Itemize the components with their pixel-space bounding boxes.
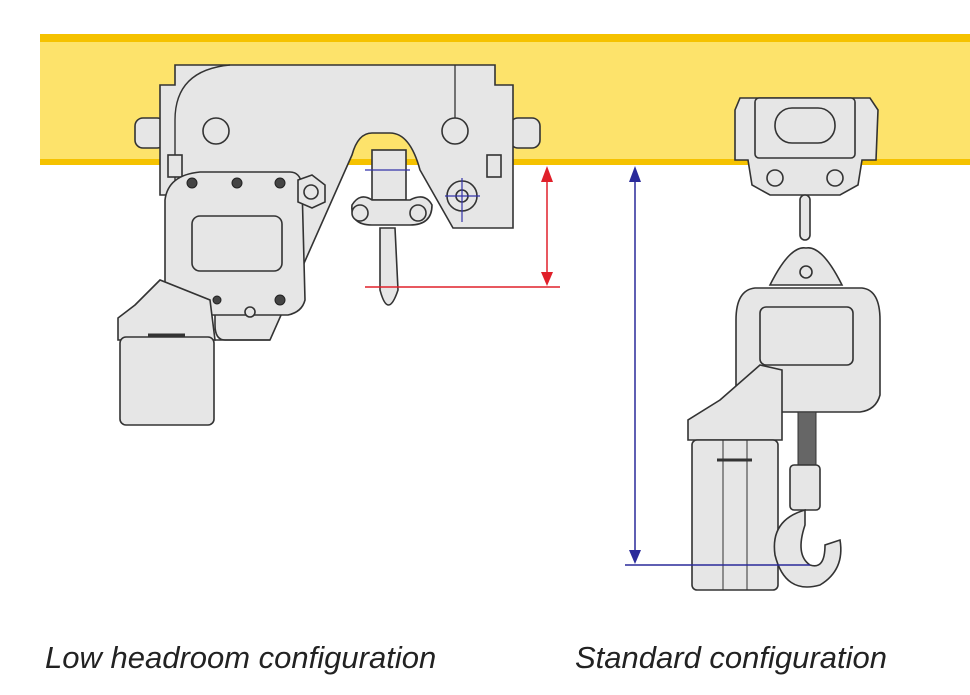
trolley-hole-icon: [202, 117, 230, 145]
low-headroom-hoist: [117, 64, 541, 426]
standard-hoist: [687, 97, 881, 591]
standard-caption: Standard configuration: [575, 640, 887, 675]
low-headroom-dimension: [365, 166, 560, 288]
standard-dimension: [625, 166, 810, 566]
low-headroom-caption: Low headroom configuration: [45, 640, 437, 675]
